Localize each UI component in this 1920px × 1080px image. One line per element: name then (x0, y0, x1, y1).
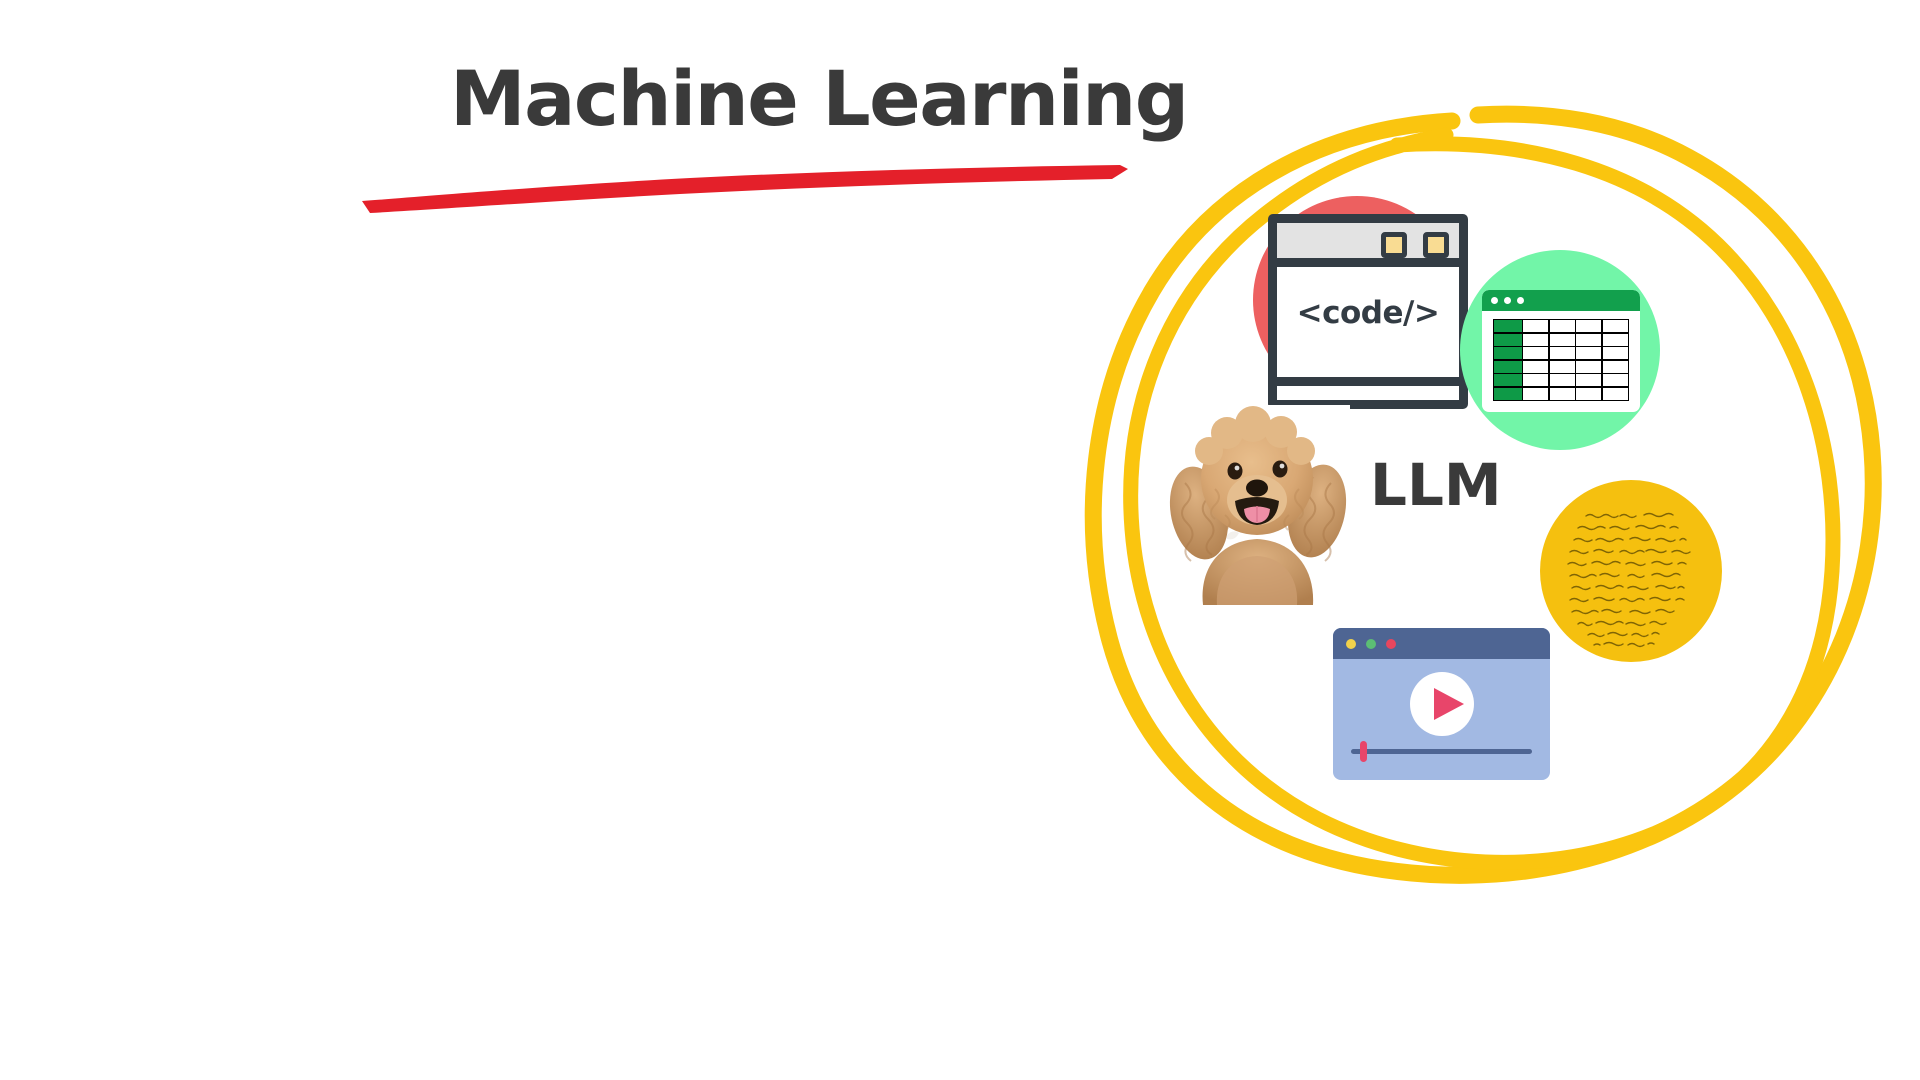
video-play-button[interactable] (1409, 672, 1474, 736)
handwriting-scribble-lines (1567, 512, 1691, 648)
poodle-illustration-icon (1165, 405, 1350, 605)
page-title: Machine Learning (450, 54, 1189, 143)
spreadsheet-cell (1576, 374, 1602, 387)
spreadsheet-cell (1602, 387, 1628, 400)
spreadsheet-cell (1523, 374, 1549, 387)
item-code-window[interactable]: <code/> (1235, 190, 1495, 420)
spreadsheet-header-cell (1494, 387, 1522, 400)
video-dot-red (1386, 639, 1396, 649)
title-block: Machine Learning (360, 55, 1189, 230)
spreadsheet-cell (1549, 387, 1575, 400)
video-progress-bar[interactable] (1351, 741, 1532, 762)
spreadsheet-cell (1523, 320, 1549, 333)
spreadsheet-cell (1602, 347, 1628, 360)
spreadsheet-cell (1602, 374, 1628, 387)
spreadsheet-cell (1576, 333, 1602, 346)
spreadsheet-cell (1576, 320, 1602, 333)
video-dot-yellow (1346, 639, 1356, 649)
spreadsheet-dot-2 (1504, 297, 1511, 304)
spreadsheet-header-cell (1494, 347, 1522, 360)
play-icon (1433, 688, 1464, 720)
spreadsheet-cell (1523, 387, 1549, 400)
spreadsheet-cell (1602, 320, 1628, 333)
spreadsheet-cell (1549, 374, 1575, 387)
code-window-button-1[interactable] (1381, 232, 1407, 258)
video-player-icon (1333, 628, 1550, 780)
spreadsheet-titlebar (1482, 290, 1640, 311)
item-llm: LLM (1370, 450, 1570, 520)
code-window-icon: <code/> (1268, 214, 1468, 409)
code-window-button-2[interactable] (1423, 232, 1449, 258)
item-video-player[interactable] (1333, 628, 1550, 780)
video-player-titlebar (1333, 628, 1550, 659)
code-window-titlebar (1277, 223, 1459, 267)
spreadsheet-cell (1523, 360, 1549, 373)
spreadsheet-cell (1602, 333, 1628, 346)
spreadsheet-cell (1549, 360, 1575, 373)
item-handwritten-note[interactable] (1540, 480, 1722, 662)
spreadsheet-icon (1482, 290, 1640, 412)
item-dog-photo[interactable] (1165, 405, 1350, 605)
spreadsheet-cell (1523, 347, 1549, 360)
code-window-statusbar (1277, 377, 1459, 400)
spreadsheet-cell (1549, 320, 1575, 333)
modalities-cluster: <code/> (1060, 85, 1910, 885)
spreadsheet-header-cell (1494, 333, 1522, 346)
handwritten-note-icon (1540, 480, 1722, 662)
spreadsheet-header-cell (1494, 320, 1522, 333)
video-scrubber-handle[interactable] (1360, 741, 1368, 762)
item-spreadsheet[interactable] (1460, 250, 1660, 450)
spreadsheet-dot-3 (1517, 297, 1524, 304)
spreadsheet-cell (1523, 333, 1549, 346)
spreadsheet-cell (1576, 360, 1602, 373)
spreadsheet-cell (1576, 347, 1602, 360)
spreadsheet-cell (1602, 360, 1628, 373)
spreadsheet-cell (1576, 387, 1602, 400)
spreadsheet-header-cell (1494, 360, 1522, 373)
code-window-label: <code/> (1296, 295, 1440, 331)
dog-photo (1165, 405, 1350, 605)
spreadsheet-header-cell (1494, 374, 1522, 387)
red-brush-underline-icon (362, 165, 1128, 213)
video-dot-green (1366, 639, 1376, 649)
spreadsheet-grid (1493, 319, 1629, 401)
spreadsheet-dot-1 (1491, 297, 1498, 304)
spreadsheet-cell (1549, 333, 1575, 346)
spreadsheet-cell (1549, 347, 1575, 360)
llm-label: LLM (1370, 451, 1502, 519)
